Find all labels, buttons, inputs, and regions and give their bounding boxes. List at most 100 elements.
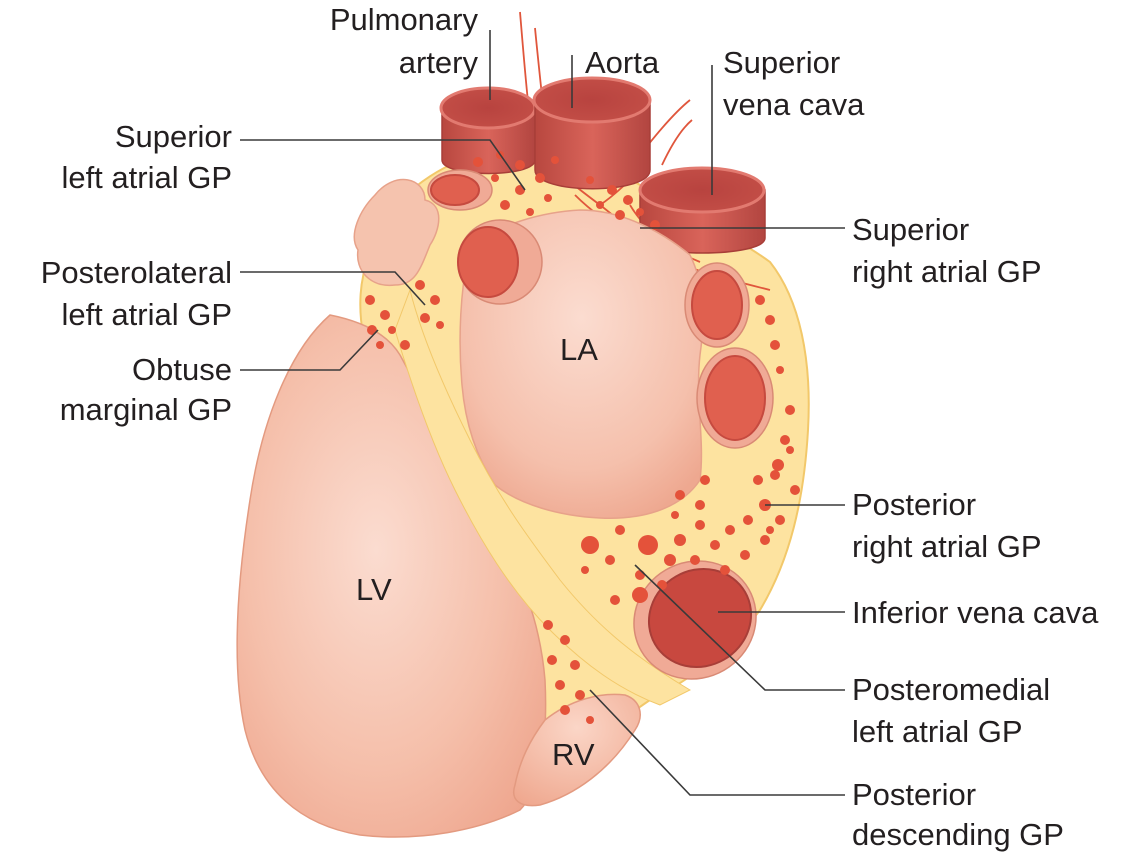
label-superior-right-atrial-gp: Superior right atrial GP — [852, 212, 1042, 289]
ganglion-dot — [725, 525, 735, 535]
ganglion-dot — [635, 570, 645, 580]
svg-text:Aorta: Aorta — [585, 45, 660, 80]
ganglion-dot — [515, 160, 525, 170]
ganglion-dot — [535, 173, 545, 183]
label-posterolateral-left-atrial-gp: Posterolateral left atrial GP — [41, 255, 232, 332]
label-obtuse-marginal-gp: Obtuse marginal GP — [60, 352, 232, 427]
ganglion-dot — [790, 485, 800, 495]
label-inferior-vena-cava: Inferior vena cava — [852, 595, 1099, 630]
left-superior-pulmonary-vein — [458, 220, 542, 304]
svg-text:right atrial GP: right atrial GP — [852, 529, 1042, 564]
svg-text:descending GP: descending GP — [852, 817, 1064, 852]
ganglion-dot — [547, 655, 557, 665]
svg-text:vena cava: vena cava — [723, 87, 865, 122]
svg-text:artery: artery — [399, 45, 479, 80]
ganglion-dot — [690, 555, 700, 565]
svg-text:Obtuse: Obtuse — [132, 352, 232, 387]
ganglion-dot — [526, 208, 534, 216]
svg-text:Superior: Superior — [115, 119, 232, 154]
ganglion-dot — [575, 690, 585, 700]
right-inferior-pulmonary-vein — [697, 348, 773, 448]
ganglion-dot — [560, 635, 570, 645]
svg-text:Pulmonary: Pulmonary — [330, 2, 479, 37]
ganglion-dot — [700, 475, 710, 485]
ganglion-dot — [743, 515, 753, 525]
ganglion-dot — [674, 534, 686, 546]
ganglion-dot — [586, 716, 594, 724]
ganglion-dot — [555, 680, 565, 690]
label-posteromedial-left-atrial-gp: Posteromedial left atrial GP — [852, 672, 1050, 749]
ganglion-dot — [543, 620, 553, 630]
right-superior-pulmonary-vein — [685, 263, 749, 347]
svg-text:Superior: Superior — [723, 45, 840, 80]
ganglion-dot — [780, 435, 790, 445]
label-superior-vena-cava: Superior vena cava — [723, 45, 865, 122]
ganglion-dot — [605, 555, 615, 565]
svg-text:marginal GP: marginal GP — [60, 392, 232, 427]
ganglion-dot — [420, 313, 430, 323]
ganglion-dot — [755, 295, 765, 305]
ganglion-dot — [436, 321, 444, 329]
ganglion-dot — [415, 280, 425, 290]
ganglion-dot — [376, 341, 384, 349]
label-aorta: Aorta — [585, 45, 660, 80]
ganglion-dot — [775, 515, 785, 525]
ganglion-dot — [473, 157, 483, 167]
label-superior-left-atrial-gp: Superior left atrial GP — [61, 119, 232, 195]
ganglion-dot — [380, 310, 390, 320]
ganglion-dot — [615, 525, 625, 535]
ganglion-dot — [664, 554, 676, 566]
svg-text:right atrial GP: right atrial GP — [852, 254, 1042, 289]
ganglion-dot — [430, 295, 440, 305]
ganglion-dot — [695, 500, 705, 510]
ganglion-dot — [740, 550, 750, 560]
ganglion-dot — [570, 660, 580, 670]
ganglion-dot — [400, 340, 410, 350]
ganglion-dot — [638, 535, 658, 555]
ganglion-dot — [772, 459, 784, 471]
ganglion-dot — [586, 176, 594, 184]
svg-text:Posterior: Posterior — [852, 777, 976, 812]
svg-text:Inferior vena cava: Inferior vena cava — [852, 595, 1099, 630]
ganglion-dot — [365, 295, 375, 305]
ganglion-dot — [753, 475, 763, 485]
ganglion-dot — [596, 201, 604, 209]
ganglion-dot — [581, 566, 589, 574]
ganglion-dot — [544, 194, 552, 202]
label-posterior-right-atrial-gp: Posterior right atrial GP — [852, 487, 1042, 564]
svg-text:left atrial GP: left atrial GP — [852, 714, 1023, 749]
ganglion-dot — [720, 565, 730, 575]
ganglion-dot — [766, 526, 774, 534]
ganglion-dot — [695, 520, 705, 530]
ganglion-dot — [785, 405, 795, 415]
ganglion-dot — [786, 446, 794, 454]
ganglion-dot — [610, 595, 620, 605]
ganglion-dot — [671, 511, 679, 519]
ganglion-dot — [551, 156, 559, 164]
svg-text:left atrial GP: left atrial GP — [61, 297, 232, 332]
ganglion-dot — [675, 490, 685, 500]
svg-text:Posterolateral: Posterolateral — [41, 255, 232, 290]
label-pulmonary-artery: Pulmonary artery — [330, 2, 479, 80]
left-upper-vein-small — [428, 170, 492, 210]
ganglion-dot — [388, 326, 396, 334]
ganglion-dot — [776, 366, 784, 374]
ganglion-dot — [710, 540, 720, 550]
ganglion-dot — [636, 208, 644, 216]
ganglion-dot — [491, 174, 499, 182]
svg-text:Posterior: Posterior — [852, 487, 976, 522]
ganglion-dot — [770, 470, 780, 480]
svg-text:Posteromedial: Posteromedial — [852, 672, 1050, 707]
aorta — [534, 78, 650, 189]
ganglion-dot — [623, 195, 633, 205]
ganglion-dot — [581, 536, 599, 554]
ganglion-dot — [615, 210, 625, 220]
ganglion-dot — [765, 315, 775, 325]
label-posterior-descending-gp: Posterior descending GP — [852, 777, 1064, 852]
ganglion-dot — [632, 587, 648, 603]
label-rv: RV — [552, 737, 595, 772]
ganglion-dot — [770, 340, 780, 350]
svg-text:Superior: Superior — [852, 212, 969, 247]
ganglion-dot — [760, 535, 770, 545]
